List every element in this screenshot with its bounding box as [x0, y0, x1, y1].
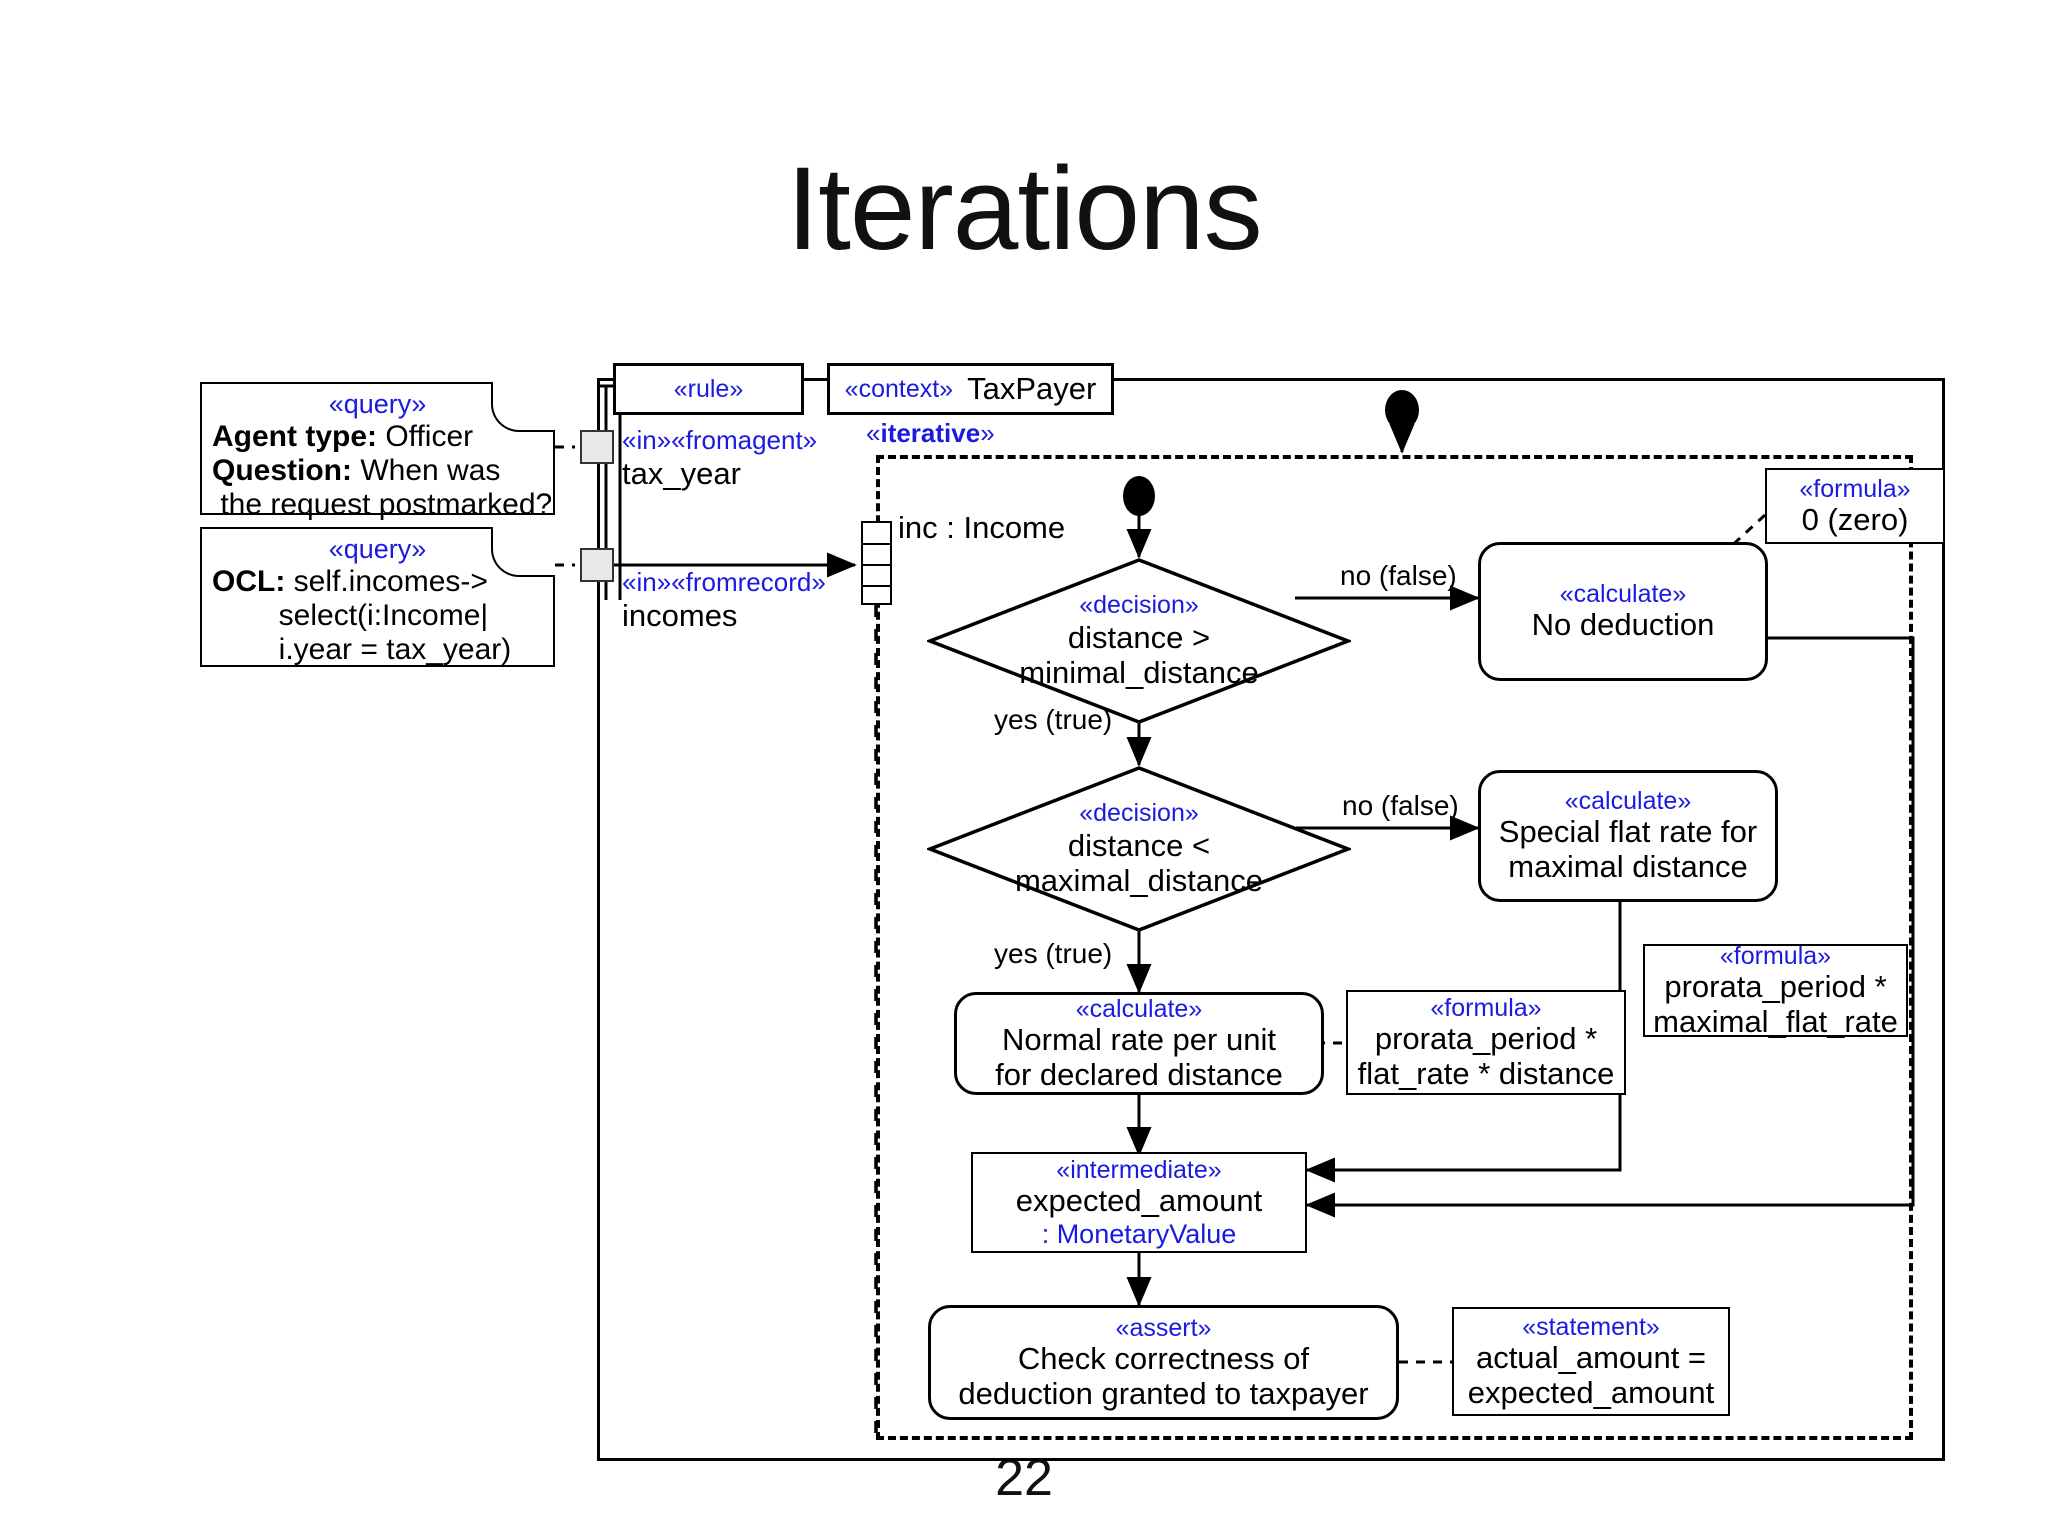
statement-line-2: expected_amount [1467, 1374, 1715, 1410]
statement-stereotype: «statement» [1522, 1312, 1660, 1341]
statement-actual-equals-expected: «statement» actual_amount = expected_amo… [1452, 1307, 1730, 1416]
action-line-1: Special flat rate for [1498, 814, 1758, 850]
formula-maximal-flat-rate: «formula» prorata_period * maximal_flat_… [1643, 941, 1908, 1039]
port-stereotype: «in»«fromrecord» [622, 567, 826, 597]
loop-variable-label: inc : Income [898, 510, 1065, 546]
note-line: select(i:Income| [212, 599, 489, 632]
formula-flat-rate-distance: «formula» prorata_period * flat_rate * d… [1346, 990, 1626, 1095]
iterative-open-guillemet: « [866, 418, 881, 448]
edge-label-yes-true-1: yes (true) [994, 704, 1113, 735]
edge-label-no-false-1: no (false) [1340, 560, 1457, 591]
action-line-1: Normal rate per unit [1002, 1021, 1276, 1057]
port-name: tax_year [622, 456, 741, 491]
decision-diamond-shape [925, 558, 1353, 724]
action-stereotype: «calculate» [1075, 994, 1203, 1023]
note-fold-corner [491, 527, 555, 577]
action-assert-check-correctness[interactable]: «assert» Check correctness of deduction … [928, 1305, 1399, 1420]
assert-line-2: deduction granted to taxpayer [958, 1375, 1369, 1411]
note-line: Agent type: Officer [212, 420, 474, 453]
decision-distance-less-maximal: «decision» distance < maximal_distance [925, 765, 1353, 933]
iterative-label: «iterative» [866, 418, 995, 449]
formula-line-1: prorata_period * [1374, 1020, 1598, 1056]
port-label-incomes: «in»«fromrecord» incomes [622, 567, 826, 634]
port-name: incomes [622, 598, 738, 633]
iterative-close-guillemet: » [980, 418, 995, 448]
intermediate-stereotype: «intermediate» [1056, 1156, 1222, 1185]
context-stereotype: «context» [844, 374, 954, 403]
query-note-ocl: «query» OCL: self.incomes-> select(i:Inc… [200, 527, 555, 667]
port-tax-year[interactable] [580, 430, 614, 464]
action-special-flat-rate[interactable]: «calculate» Special flat rate for maxima… [1478, 770, 1778, 902]
decision-line-1: distance > [1067, 619, 1211, 655]
note-stereotype: «query» [328, 534, 427, 564]
page-title: Iterations [786, 143, 1262, 275]
query-note-agent: «query» Agent type: Officer Question: Wh… [200, 382, 555, 521]
formula-line-2: flat_rate * distance [1357, 1055, 1615, 1091]
note-line: Question: When was [212, 454, 501, 487]
action-no-deduction[interactable]: «calculate» No deduction [1478, 542, 1768, 681]
formula-stereotype: «formula» [1719, 941, 1832, 970]
action-line-2: maximal distance [1508, 849, 1748, 884]
edge-label-yes-true-2: yes (true) [994, 938, 1113, 969]
note-line: OCL: self.incomes-> [212, 565, 488, 598]
intermediate-expected-amount: «intermediate» expected_amount : Monetar… [971, 1152, 1307, 1253]
note-stereotype: «query» [328, 389, 427, 419]
port-label-tax-year: «in»«fromagent» tax_year [622, 425, 817, 492]
formula-line-1: prorata_period * [1664, 968, 1887, 1004]
decision-line-2: minimal_distance [1019, 655, 1259, 691]
action-normal-rate-per-unit[interactable]: «calculate» Normal rate per unit for dec… [954, 992, 1324, 1095]
note-fold-corner [491, 382, 555, 432]
formula-line-2: maximal_flat_rate [1653, 1003, 1898, 1039]
decision-line-1: distance < [1067, 827, 1211, 863]
port-incomes[interactable] [580, 548, 614, 582]
decision-distance-greater-minimal: «decision» distance > minimal_distance [925, 557, 1353, 725]
rule-header-box: «rule» [613, 363, 804, 415]
action-line-1: No deduction [1531, 607, 1715, 643]
rule-outer-frame [597, 378, 1945, 1461]
decision-diamond-shape [925, 766, 1353, 932]
edge-label-no-false-2: no (false) [1342, 790, 1459, 821]
statement-line-1: actual_amount = [1475, 1339, 1707, 1375]
intermediate-name: expected_amount [1015, 1183, 1263, 1219]
formula-stereotype: «formula» [1799, 474, 1911, 503]
iterative-word: iterative [880, 418, 981, 448]
context-name: TaxPayer [967, 371, 1097, 406]
note-line: i.year = tax_year) [212, 633, 512, 666]
intermediate-type: : MonetaryValue [1041, 1218, 1237, 1249]
action-stereotype: «calculate» [1564, 787, 1692, 816]
decision-stereotype: «decision» [1079, 799, 1199, 828]
assert-stereotype: «assert» [1115, 1313, 1212, 1342]
formula-zero: «formula» 0 (zero) [1765, 468, 1945, 544]
note-line: the request postmarked? [212, 488, 553, 521]
port-stereotype: «in»«fromagent» [622, 425, 818, 455]
decision-line-2: maximal_distance [1014, 863, 1264, 899]
rule-stereotype: «rule» [673, 374, 744, 403]
assert-line-1: Check correctness of [1017, 1340, 1310, 1376]
token-stack-icon [861, 521, 892, 605]
formula-line-1: 0 (zero) [1801, 501, 1909, 537]
context-header-box: «context» TaxPayer [827, 363, 1114, 415]
action-stereotype: «calculate» [1559, 580, 1687, 609]
loop-variable-text: inc : Income [898, 510, 1066, 545]
formula-stereotype: «formula» [1430, 993, 1542, 1022]
action-line-2: for declared distance [995, 1056, 1283, 1092]
decision-stereotype: «decision» [1079, 591, 1199, 620]
